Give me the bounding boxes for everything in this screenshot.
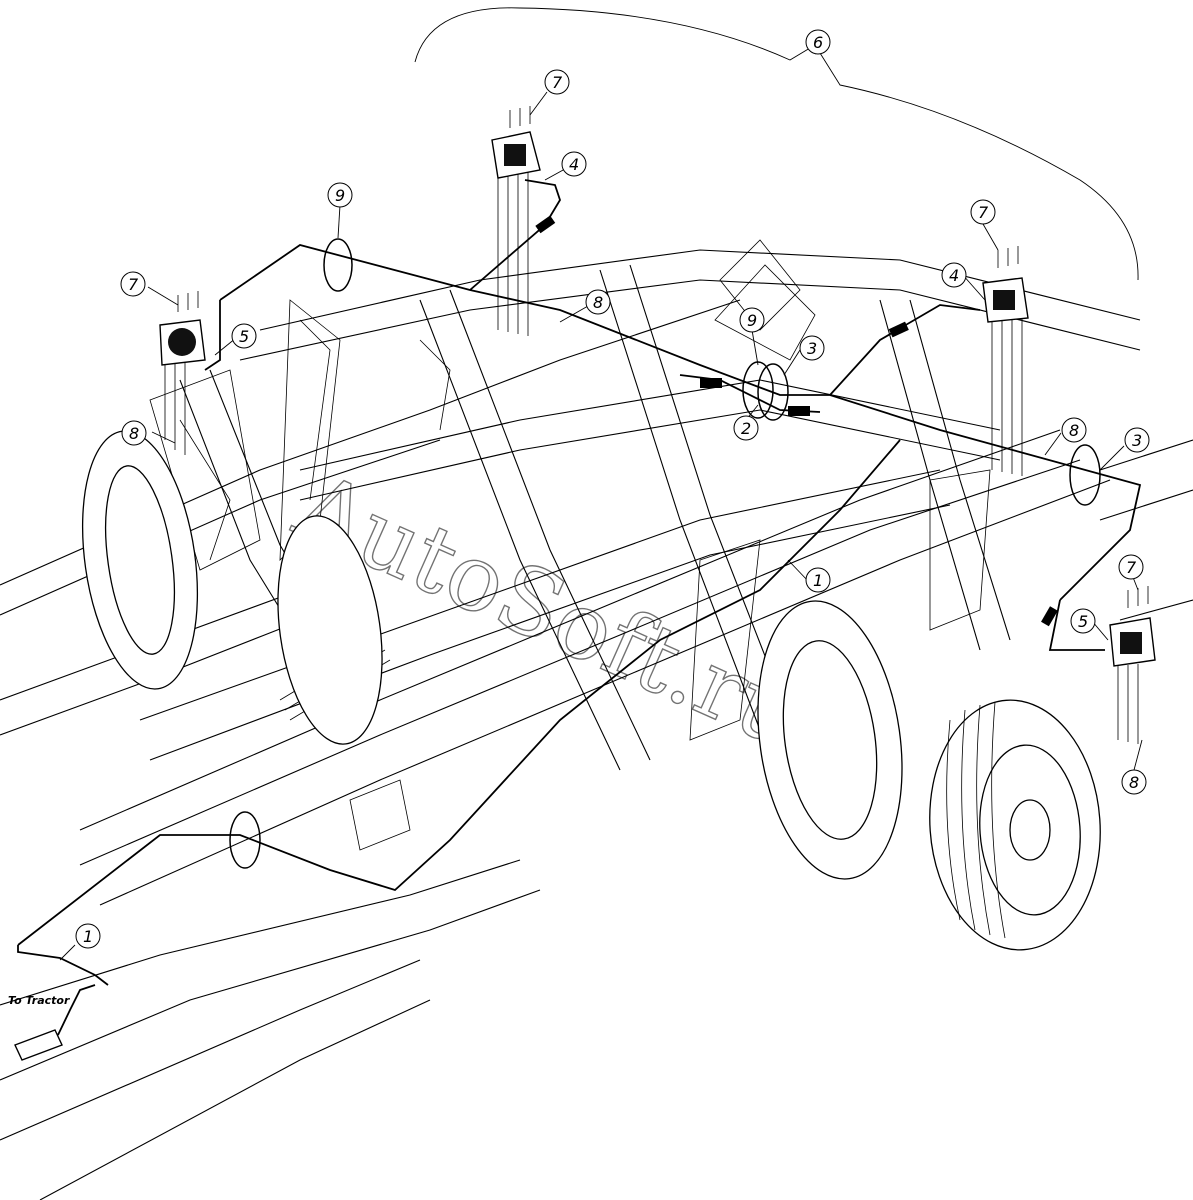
callout-9: 9: [335, 186, 345, 205]
callout-4: 4: [569, 155, 579, 174]
callout-8: 8: [1069, 421, 1079, 440]
tractor-connector: To Tractor: [8, 984, 96, 1061]
implement-frame: [0, 239, 1193, 1200]
callout-5: 5: [239, 327, 249, 346]
wiring-harness: [17, 179, 1142, 986]
lamp-left: [159, 291, 206, 455]
callout-4: 4: [949, 266, 959, 285]
smv-sign: [714, 264, 816, 361]
callout-9: 9: [747, 311, 757, 330]
harness-right-5: [1048, 599, 1105, 651]
harness-main-1: [17, 439, 901, 986]
callout-8: 8: [593, 293, 603, 312]
callout-7: 7: [128, 275, 139, 294]
wheels: [81, 430, 1101, 951]
callout-7: 7: [1126, 558, 1137, 577]
callout-1: 1: [813, 571, 823, 590]
to-tractor-label: To Tractor: [8, 994, 70, 1007]
callout-5: 5: [1078, 612, 1088, 631]
callout-7: 7: [552, 73, 563, 92]
callout-3: 3: [1132, 431, 1142, 450]
lamp-rear-center: [491, 106, 541, 336]
mid-left-tire: [277, 515, 383, 745]
lamp-right-rear: [982, 246, 1029, 476]
callout-6: 6: [813, 33, 823, 52]
callout-2: 2: [741, 419, 751, 438]
callout-8: 8: [1129, 773, 1139, 792]
callout-1: 1: [83, 927, 93, 946]
callout-8: 8: [129, 424, 139, 443]
callout-3: 3: [807, 339, 817, 358]
cable-ties: [229, 238, 1101, 869]
harness-right-4: [829, 304, 981, 396]
callouts: 6 7 4 9 7 5 8 9 3 2 8 7 4: [59, 29, 1150, 961]
callout-7: 7: [978, 203, 989, 222]
harness-rear-3: [219, 244, 1142, 601]
harness-lamp-4: [469, 179, 561, 291]
lamp-right-front: [1109, 586, 1156, 744]
harness-left-5: [204, 300, 221, 371]
